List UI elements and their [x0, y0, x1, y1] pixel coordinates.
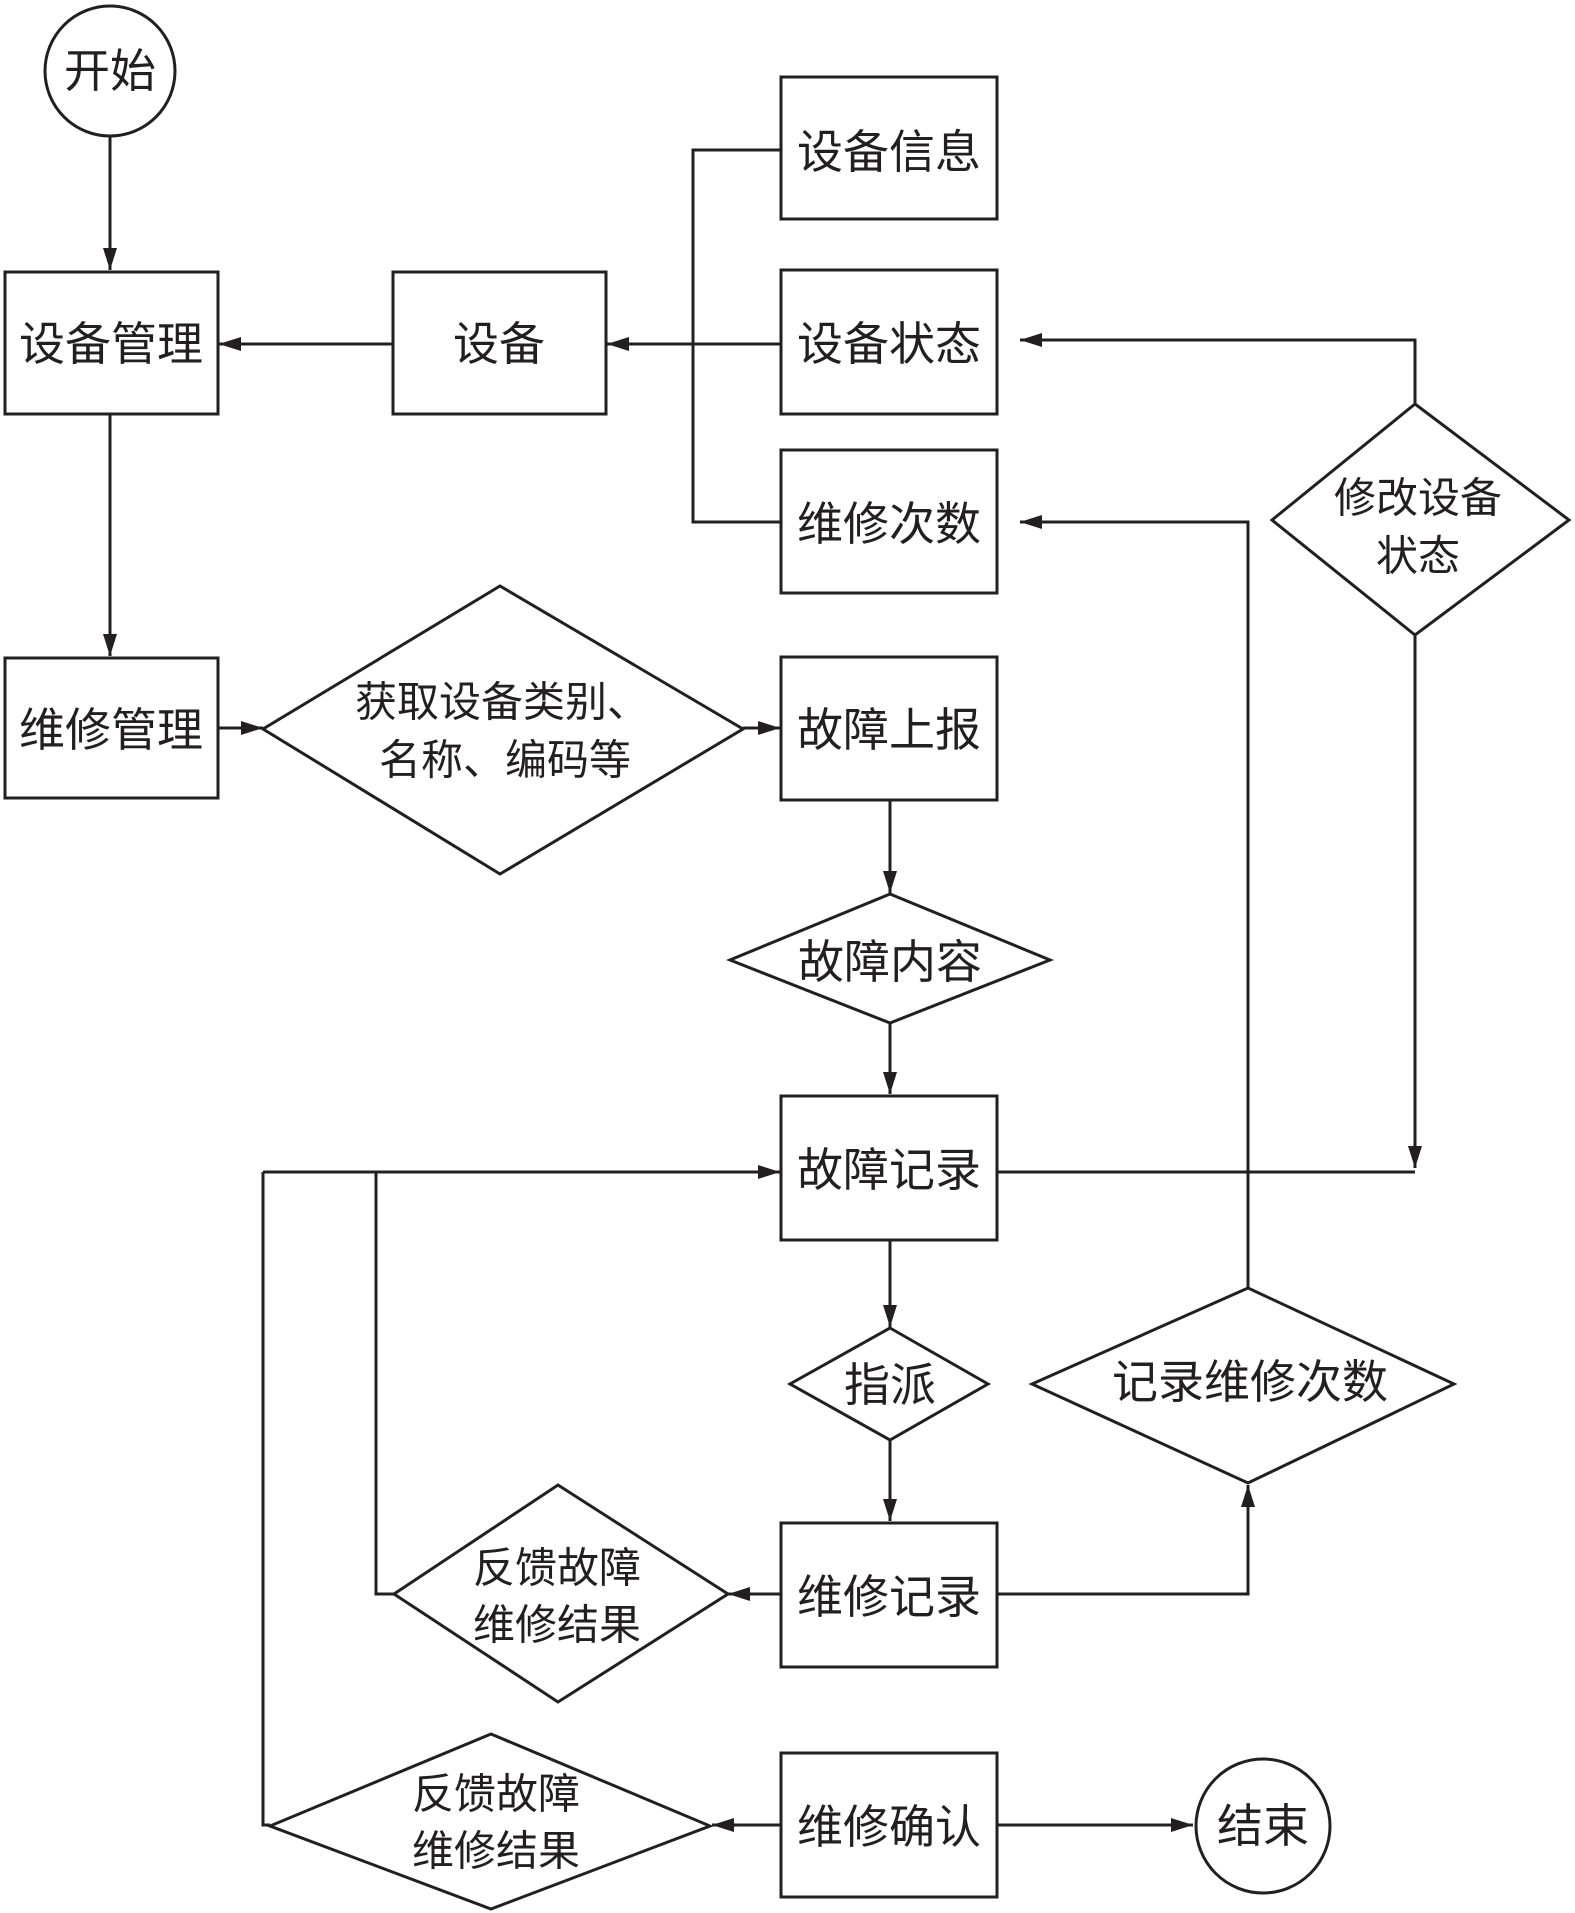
modify-status-label-line2: 状态	[1376, 532, 1460, 581]
repair-management-label: 维修管理	[19, 703, 203, 757]
record-count-decision: 记录维修次数	[1028, 1286, 1458, 1485]
fault-record-node: 故障记录	[779, 1094, 999, 1242]
equipment-status-node: 设备状态	[779, 268, 999, 416]
get-info-decision: 获取设备类别、 名称、编码等	[260, 584, 746, 876]
modify-status-decision: 修改设备 状态	[1269, 402, 1572, 637]
record-count-label: 记录维修次数	[1112, 1355, 1388, 1409]
equipment-info-node: 设备信息	[779, 75, 999, 221]
assign-decision: 指派	[786, 1326, 992, 1442]
repair-confirm-node: 维修确认	[779, 1751, 999, 1899]
repair-record-node: 维修记录	[779, 1521, 999, 1669]
equipment-status-label: 设备状态	[797, 317, 981, 371]
repair-record-label: 维修记录	[797, 1570, 981, 1624]
start-circle	[43, 4, 177, 138]
start-label: 开始	[64, 44, 156, 98]
repair-management-node: 维修管理	[3, 656, 220, 800]
equipment-node: 设备	[391, 270, 608, 416]
modify-status-label-line1: 修改设备	[1334, 474, 1502, 523]
connectors	[103, 135, 1422, 1832]
bracket-equipment-attributes	[691, 148, 780, 524]
repair-count-node: 维修次数	[779, 448, 999, 595]
arrow-repair-record-to-record-count	[998, 1485, 1255, 1596]
equipment-management-node: 设备管理	[3, 270, 220, 416]
feedback-a-label-line1: 反馈故障	[473, 1544, 641, 1593]
fault-report-label: 故障上报	[797, 703, 981, 757]
start-node: 开始	[43, 4, 177, 138]
arrow-record-count-to-repair-count	[1020, 515, 1250, 1288]
feedback-b-decision: 反馈故障 维修结果	[265, 1732, 715, 1911]
end-circle	[1194, 1757, 1332, 1895]
fault-content-decision: 故障内容	[725, 892, 1055, 1025]
get-info-label-line2: 名称、编码等	[379, 736, 631, 785]
feedback-a-decision: 反馈故障 维修结果	[391, 1483, 731, 1704]
end-label: 结束	[1217, 1799, 1309, 1853]
feedback-b-label-line2: 维修结果	[412, 1827, 580, 1876]
line-feedback-a-left-loop	[374, 1172, 394, 1596]
repair-count-label: 维修次数	[797, 497, 981, 551]
equipment-label: 设备	[453, 317, 545, 371]
end-node: 结束	[1194, 1757, 1332, 1895]
feedback-b-label-line1: 反馈故障	[412, 1770, 580, 1819]
arrow-modify-status-to-equipment-status	[1020, 333, 1417, 403]
get-info-label-line1: 获取设备类别、	[355, 678, 649, 727]
line-feedback-b-left-loop	[261, 1172, 270, 1827]
fault-content-label: 故障内容	[798, 935, 982, 989]
equipment-info-label: 设备信息	[797, 125, 981, 179]
equipment-management-label: 设备管理	[19, 317, 203, 371]
repair-confirm-label: 维修确认	[797, 1800, 981, 1854]
assign-label: 指派	[844, 1358, 936, 1412]
fault-report-node: 故障上报	[779, 655, 999, 802]
feedback-a-label-line2: 维修结果	[473, 1601, 641, 1650]
fault-record-label: 故障记录	[797, 1143, 981, 1197]
